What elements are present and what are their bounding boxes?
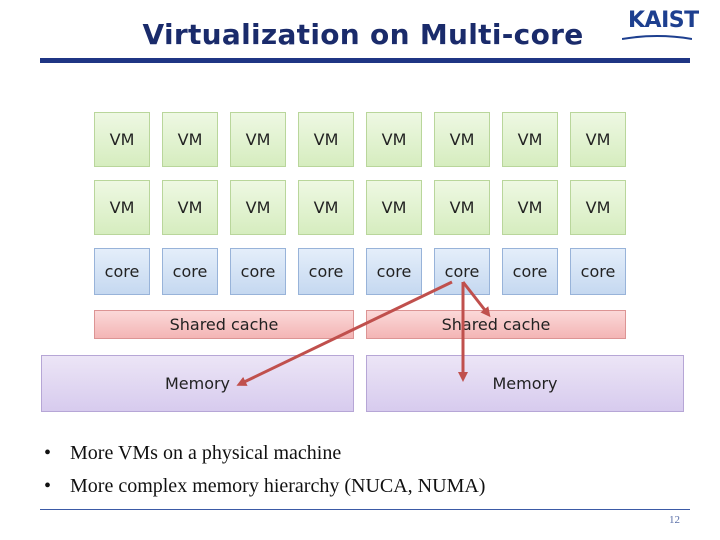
- core-box: core: [230, 248, 286, 295]
- vm-box: VM: [434, 112, 490, 167]
- core-box: core: [162, 248, 218, 295]
- page-number: 12: [669, 514, 680, 526]
- core-box: core: [502, 248, 558, 295]
- vm-box: VM: [94, 180, 150, 235]
- bullet-text: More complex memory hierarchy (NUCA, NUM…: [70, 475, 486, 497]
- core-box: core: [94, 248, 150, 295]
- logo-swoosh-icon: [622, 35, 692, 40]
- bullet-item: • More VMs on a physical machine: [44, 440, 485, 473]
- vm-box: VM: [570, 112, 626, 167]
- bullet-symbol: •: [44, 475, 52, 497]
- vm-box: VM: [366, 180, 422, 235]
- arrow-to-remote-memory: [236, 280, 453, 386]
- vm-box: VM: [94, 112, 150, 167]
- vm-box: VM: [230, 112, 286, 167]
- bullet-list: • More VMs on a physical machine • More …: [44, 440, 485, 506]
- vm-box: VM: [502, 112, 558, 167]
- title-underline: [40, 58, 690, 63]
- vm-box: VM: [570, 180, 626, 235]
- footer-rule: [40, 509, 690, 510]
- slide-title: Virtualization on Multi-core: [142, 18, 584, 51]
- vm-box: VM: [162, 112, 218, 167]
- arrow-to-shared-cache: [461, 281, 491, 318]
- memory-left: Memory: [41, 355, 354, 412]
- core-box: core: [366, 248, 422, 295]
- kaist-logo: KAIST: [622, 8, 699, 40]
- vm-box: VM: [298, 112, 354, 167]
- vm-box: VM: [230, 180, 286, 235]
- vm-box: VM: [298, 180, 354, 235]
- logo-text: KAIST: [628, 8, 699, 33]
- vm-box: VM: [434, 180, 490, 235]
- vm-box: VM: [502, 180, 558, 235]
- vm-box: VM: [162, 180, 218, 235]
- memory-right: Memory: [366, 355, 684, 412]
- shared-cache-left: Shared cache: [94, 310, 354, 339]
- bullet-text: More VMs on a physical machine: [70, 442, 342, 464]
- vm-box: VM: [366, 112, 422, 167]
- core-box: core: [298, 248, 354, 295]
- bullet-symbol: •: [44, 442, 52, 464]
- bullet-item: • More complex memory hierarchy (NUCA, N…: [44, 473, 485, 506]
- core-box: core: [570, 248, 626, 295]
